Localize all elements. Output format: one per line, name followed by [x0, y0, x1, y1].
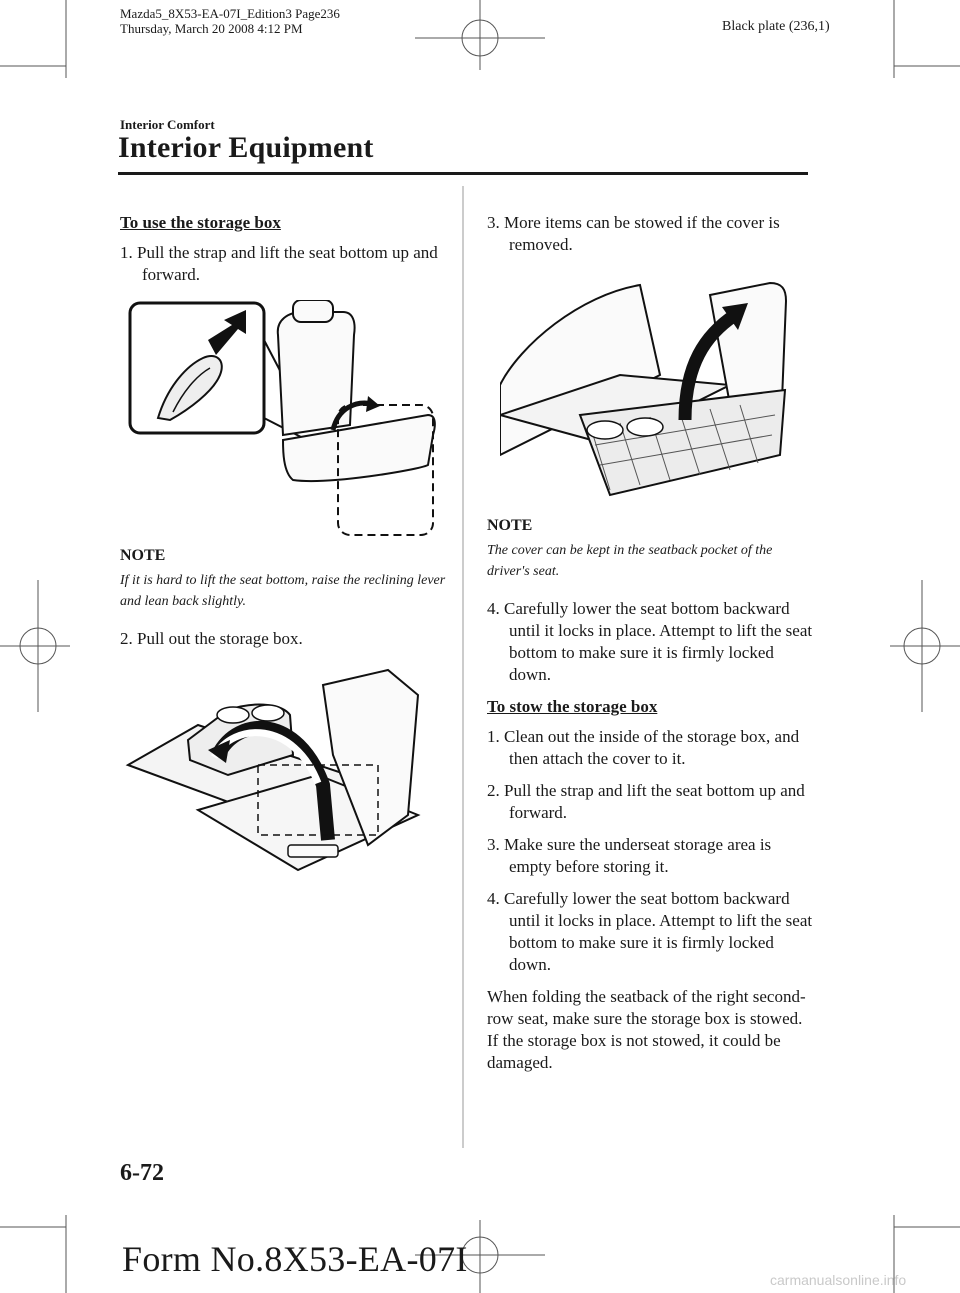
- left-note-block: NOTE If it is hard to lift the seat bott…: [120, 545, 450, 660]
- step-4: 4. Carefully lower the seat bottom backw…: [487, 599, 813, 684]
- header-rule: [118, 172, 808, 175]
- page-title: Interior Equipment: [118, 131, 374, 164]
- watermark: carmanualsonline.info: [770, 1272, 907, 1288]
- note-text-right: The cover can be kept in the seatback po…: [487, 543, 773, 579]
- right-column-top: 3. More items can be stowed if the cover…: [487, 212, 817, 266]
- note-label: NOTE: [120, 547, 166, 564]
- stow-step-2: 2. Pull the strap and lift the seat bott…: [487, 781, 805, 822]
- form-number: Form No.8X53-EA-07I: [122, 1239, 468, 1279]
- seat-lift-illustration: [128, 300, 443, 540]
- cover-removed-illustration: [500, 265, 805, 505]
- storage-box-heading: To use the storage box: [120, 213, 281, 232]
- step-2: 2. Pull out the storage box.: [120, 629, 303, 648]
- left-column: To use the storage box 1. Pull the strap…: [120, 212, 450, 296]
- step-3: 3. More items can be stowed if the cover…: [487, 213, 780, 254]
- step-1: 1. Pull the strap and lift the seat bott…: [120, 243, 438, 284]
- print-date: Thursday, March 20 2008 4:12 PM: [120, 21, 303, 36]
- file-info: Mazda5_8X53-EA-07I_Edition3 Page236: [120, 6, 340, 21]
- right-column-main: NOTE The cover can be kept in the seatba…: [487, 515, 817, 1074]
- closing-paragraph: When folding the seatback of the right s…: [487, 987, 806, 1072]
- stow-step-1: 1. Clean out the inside of the storage b…: [487, 727, 800, 768]
- stow-heading: To stow the storage box: [487, 697, 658, 716]
- stow-step-4: 4. Carefully lower the seat bottom backw…: [487, 889, 813, 974]
- page-number: 6-72: [120, 1160, 164, 1186]
- pull-out-box-illustration: [118, 655, 438, 895]
- stow-step-3: 3. Make sure the underseat storage area …: [487, 835, 772, 876]
- plate-info: Black plate (236,1): [722, 19, 830, 34]
- note-text: If it is hard to lift the seat bottom, r…: [120, 573, 446, 609]
- note-label-right: NOTE: [487, 517, 533, 534]
- section-label: Interior Comfort: [120, 117, 215, 132]
